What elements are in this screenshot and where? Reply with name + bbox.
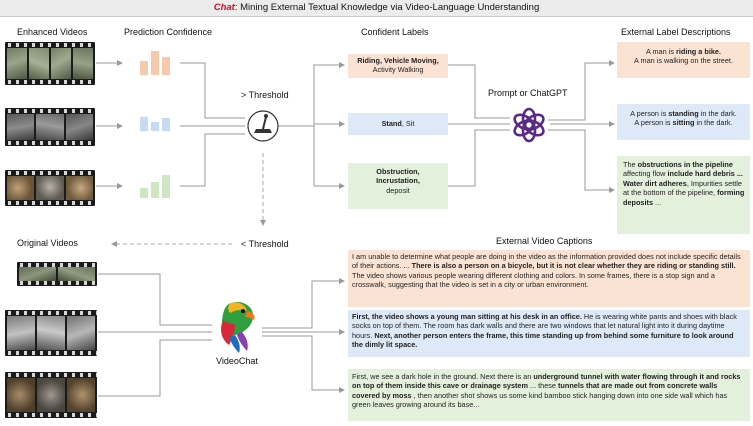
enhanced-video-strip-3	[5, 170, 95, 206]
header-confident-labels: Confident Labels	[361, 27, 429, 37]
video-frame	[51, 48, 71, 79]
video-frame	[36, 176, 64, 200]
video-frame	[7, 48, 27, 79]
header-external-label-descriptions: External Label Descriptions	[621, 27, 731, 37]
video-frame	[7, 316, 35, 350]
header-enhanced-videos: Enhanced Videos	[17, 27, 88, 37]
video-frame	[29, 48, 49, 79]
video-frame	[65, 114, 93, 140]
video-frame	[37, 316, 65, 350]
confidence-bars-orange	[140, 51, 170, 75]
video-frame	[7, 114, 35, 140]
video-frame	[37, 378, 65, 412]
confident-label-box-2: Stand, Sit	[348, 113, 448, 135]
video-frame	[73, 48, 93, 79]
header-original-videos: Original Videos	[17, 238, 78, 248]
threshold-high-label: > Threshold	[241, 90, 289, 100]
enhanced-video-strip-1	[5, 42, 95, 85]
header-prediction-confidence: Prediction Confidence	[124, 27, 213, 37]
confident-label-box-3: Obstruction, Incrustation,deposit	[348, 163, 448, 209]
video-caption-box-1: I am unable to determine what people are…	[348, 250, 750, 307]
video-frame	[67, 378, 95, 412]
video-frame	[19, 267, 56, 281]
confidence-bars-blue	[140, 117, 170, 131]
title-rest: : Mining External Textual Knowledge via …	[234, 2, 540, 13]
enhanced-video-strip-2	[5, 108, 95, 146]
video-frame	[7, 176, 35, 200]
header-external-video-captions: External Video Captions	[496, 236, 593, 246]
video-caption-box-3: First, we see a dark hole in the ground.…	[348, 369, 750, 421]
title-chat-word: Chat	[213, 2, 235, 13]
label-description-box-3: The obstructions in the pipeline affecti…	[617, 156, 750, 234]
label-description-box-1: A man is riding a bike.A man is walking …	[617, 42, 750, 78]
confident-label-box-1: Riding, Vehicle Moving,Activity Walking	[348, 54, 448, 78]
original-video-strip-1	[17, 262, 97, 286]
original-video-strip-3	[5, 372, 97, 418]
threshold-low-label: < Threshold	[241, 239, 289, 249]
confidence-bars-green	[140, 175, 170, 198]
original-video-strip-2	[5, 310, 97, 356]
video-frame	[58, 267, 95, 281]
videochat-label: VideoChat	[216, 356, 258, 366]
video-caption-box-2: First, the video shows a young man sitti…	[348, 310, 750, 357]
video-frame	[67, 316, 95, 350]
label-description-box-2: A person is standing in the dark.A perso…	[617, 104, 750, 140]
figure-title: Chat: Mining External Textual Knowledge …	[0, 0, 753, 17]
prompt-or-chatgpt-label: Prompt or ChatGPT	[488, 88, 568, 98]
video-frame	[7, 378, 35, 412]
video-frame	[36, 114, 64, 140]
video-frame	[65, 176, 93, 200]
